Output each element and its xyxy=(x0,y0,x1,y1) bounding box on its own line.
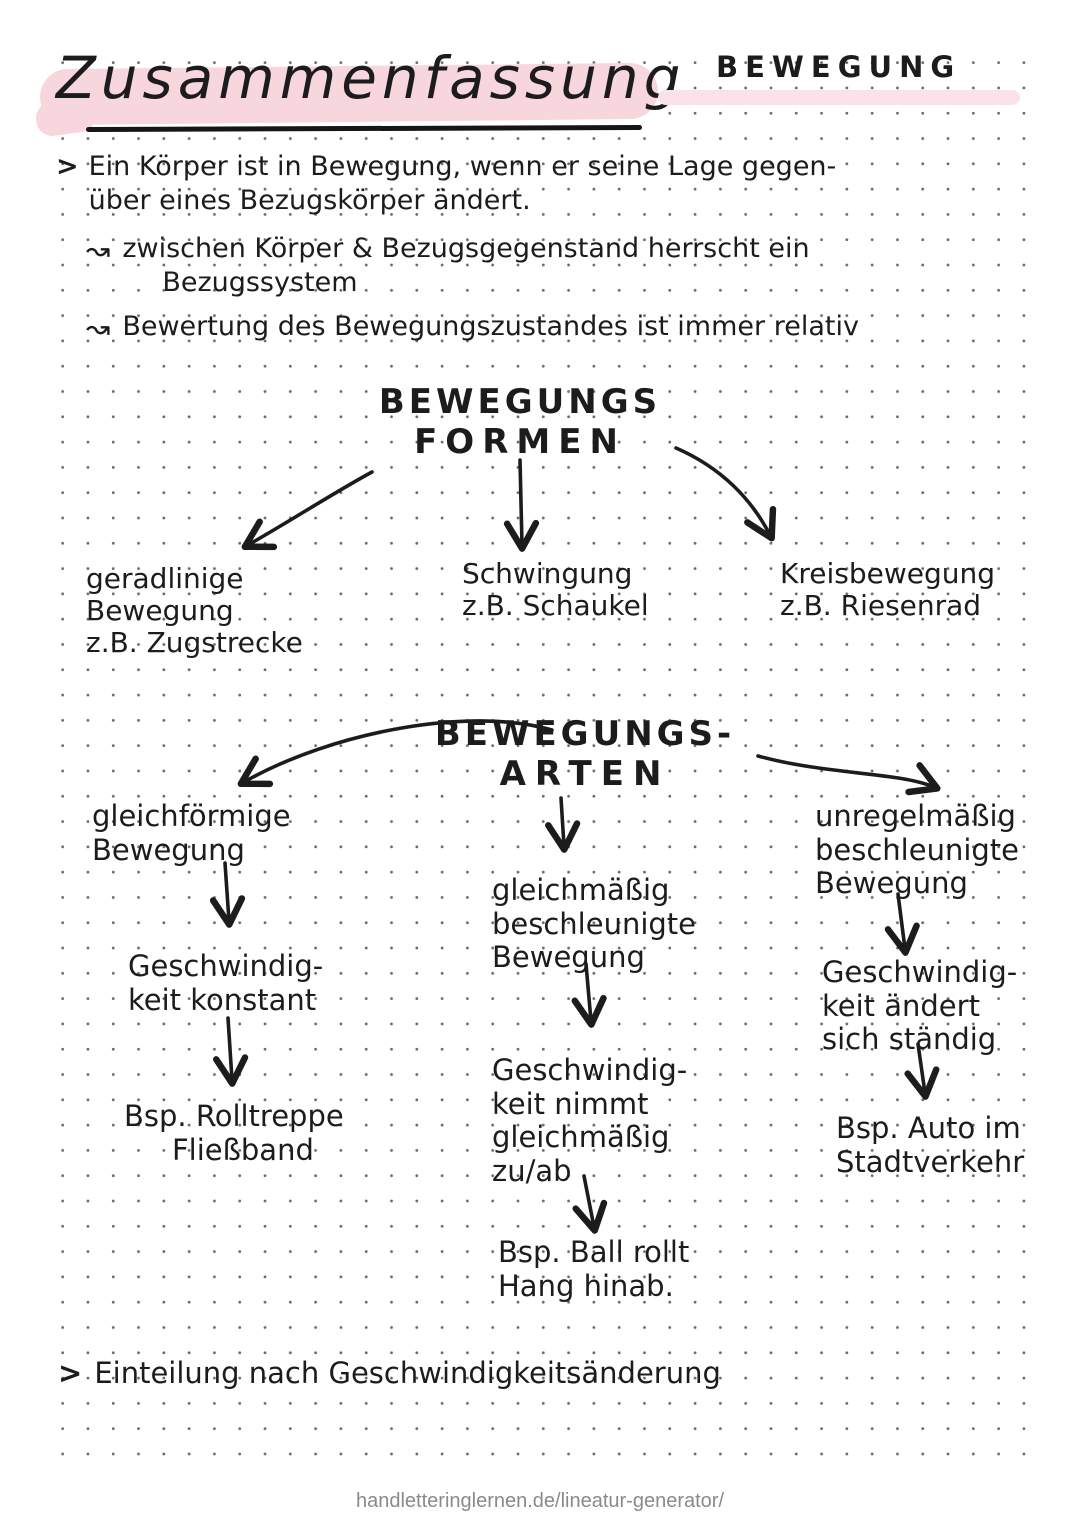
node-line: geradlinige xyxy=(86,562,244,595)
node-line: zu/ab xyxy=(492,1153,572,1188)
arten-property-aendert-staendig: Geschwindig- keit ändert sich ständig xyxy=(822,955,1018,1057)
node-line: Bewegung xyxy=(815,866,968,901)
squiggle-arrow-marker: ↝ xyxy=(86,233,111,267)
node-line: sich ständig xyxy=(822,1022,997,1057)
arten-type-gleichfoermig: gleichförmige Bewegung xyxy=(92,799,291,867)
node-line: Stadtverkehr xyxy=(836,1144,1025,1179)
node-line: z.B. Schaukel xyxy=(462,588,649,622)
node-line: Bewegung xyxy=(86,593,234,627)
definition-line: Ein Körper ist in Bewegung, wenn er sein… xyxy=(88,151,837,182)
node-line: keit ändert xyxy=(822,988,980,1023)
outro-text: Einteilung nach Geschwindigkeitsänderung xyxy=(94,1356,721,1390)
node-line: unregelmäßig xyxy=(815,799,1016,833)
node-line: Bewegung xyxy=(92,832,245,867)
arten-example-auto: Bsp. Auto im Stadtverkehr xyxy=(836,1111,1025,1179)
formen-heading-line: BEWEGUNGS xyxy=(378,382,662,422)
node-line: gleichmäßig xyxy=(492,1120,670,1155)
definition-bullet: > Ein Körper ist in Bewegung, wenn er se… xyxy=(56,150,836,218)
footer-url: handletteringlernen.de/lineatur-generato… xyxy=(355,1490,725,1512)
node-line: z.B. Zugstrecke xyxy=(86,625,303,659)
node-line: Kreisbewegung xyxy=(780,557,996,590)
node-line: Bsp. Auto im xyxy=(836,1111,1021,1145)
outro-bullet: > Einteilung nach Geschwindigkeitsänderu… xyxy=(58,1356,721,1390)
arten-type-gleichmaessig: gleichmäßig beschleunigte Bewegung xyxy=(492,873,697,975)
arrow-bullet-marker: > xyxy=(56,151,79,182)
node-line: gleichmäßig xyxy=(492,873,670,907)
node-line: Geschwindig- xyxy=(128,949,324,983)
node-line: Bsp. Rolltreppe xyxy=(124,1099,344,1133)
formen-heading-line: FORMEN xyxy=(414,422,626,463)
node-line: Bsp. Ball rollt xyxy=(498,1235,690,1269)
arrow-bullet-marker: > xyxy=(58,1356,83,1390)
node-line: Hang hinab. xyxy=(498,1268,674,1303)
arten-example-rolltreppe: Bsp. Rolltreppe Fließband xyxy=(124,1099,344,1167)
arten-type-unregelmaessig: unregelmäßig beschleunigte Bewegung xyxy=(815,799,1020,901)
node-line: Schwingung xyxy=(462,557,633,590)
arten-heading: BEWEGUNGS- ARTEN xyxy=(425,714,745,794)
arten-property-konstant: Geschwindig- keit konstant xyxy=(128,949,324,1017)
arten-heading-line: ARTEN xyxy=(499,754,671,795)
squiggle-arrow-marker: ↝ xyxy=(86,311,111,345)
node-line: keit nimmt xyxy=(492,1086,649,1121)
node-line: Geschwindig- xyxy=(492,1053,688,1087)
arten-heading-line: BEWEGUNGS- xyxy=(434,714,736,754)
definition-line: über eines Bezugskörper ändert. xyxy=(88,184,531,216)
formen-node-kreisbewegung: Kreisbewegung z.B. Riesenrad xyxy=(780,558,995,622)
sub-bullet-text: zwischen Körper & Bezugsgegenstand herrs… xyxy=(122,232,809,300)
arten-example-ball: Bsp. Ball rollt Hang hinab. xyxy=(498,1235,690,1303)
sub-bullet-line: Bezugssystem xyxy=(162,266,358,298)
topic-label: BEWEGUNG xyxy=(716,50,962,84)
node-line: beschleunigte xyxy=(815,832,1020,867)
node-line: Bewegung xyxy=(492,940,645,975)
node-line: Geschwindig- xyxy=(822,955,1018,989)
page-title: Zusammenfassung xyxy=(56,44,686,112)
topic-highlighter-bar xyxy=(658,90,1020,105)
sub-bullet-bezugssystem: ↝ zwischen Körper & Bezugsgegenstand her… xyxy=(86,232,810,300)
node-line: Fließband xyxy=(172,1132,314,1167)
formen-node-schwingung: Schwingung z.B. Schaukel xyxy=(462,558,649,622)
arten-property-nimmt-zu-ab: Geschwindig- keit nimmt gleichmäßig zu/a… xyxy=(492,1053,688,1189)
sub-bullet-line: Bewertung des Bewegungszustandes ist imm… xyxy=(122,311,859,342)
sub-bullet-text: Bewertung des Bewegungszustandes ist imm… xyxy=(122,310,859,346)
sub-bullet-line: zwischen Körper & Bezugsgegenstand herrs… xyxy=(122,233,810,264)
node-line: keit konstant xyxy=(128,982,317,1017)
definition-text: Ein Körper ist in Bewegung, wenn er sein… xyxy=(89,150,837,218)
formen-heading: BEWEGUNGS FORMEN xyxy=(365,382,675,462)
node-line: z.B. Riesenrad xyxy=(780,588,982,622)
sub-bullet-relativ: ↝ Bewertung des Bewegungszustandes ist i… xyxy=(86,310,859,346)
node-line: gleichförmige xyxy=(92,799,291,833)
formen-node-geradlinige: geradlinige Bewegung z.B. Zugstrecke xyxy=(86,563,303,659)
node-line: beschleunigte xyxy=(492,906,697,941)
